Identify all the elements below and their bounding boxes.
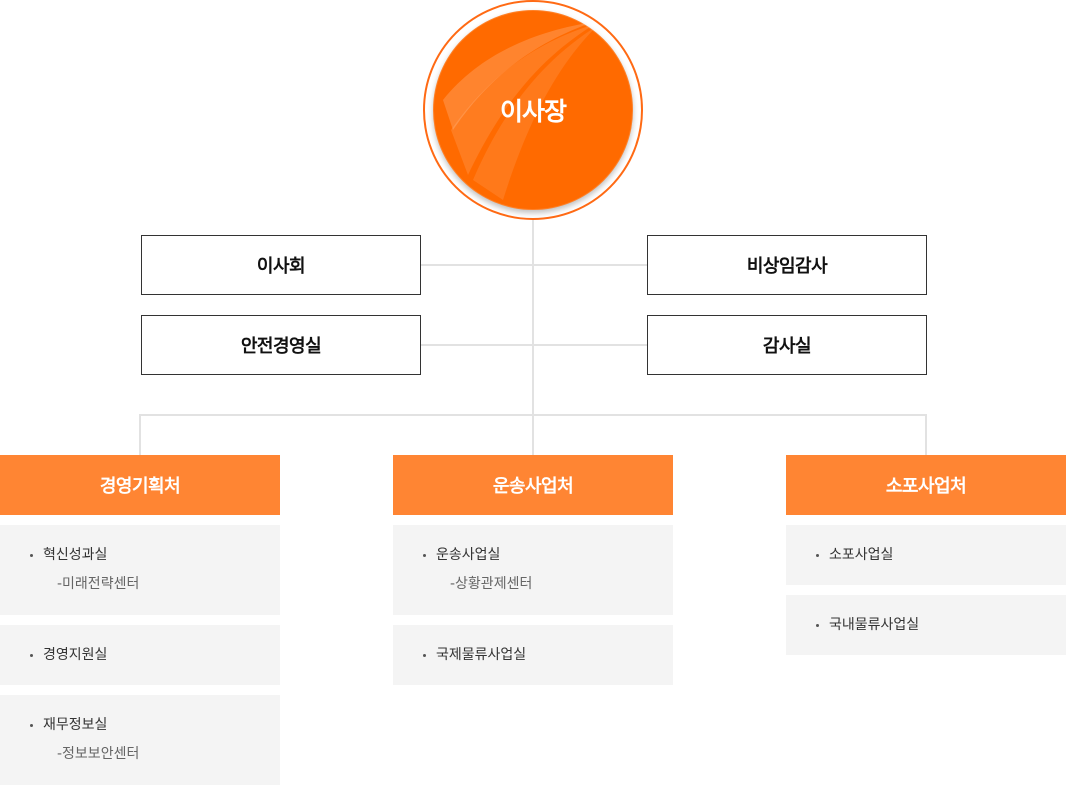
list-item-label: 경영지원실 [29,647,108,663]
list-item: 국내물류사업실 [786,595,1066,655]
connector-horizontal-right-lower [533,344,647,346]
list-item: 재무정보실 -정보보안센터 [0,695,280,785]
list-item: 혁신성과실 -미래전략센터 [0,525,280,615]
safety-management-box: 안전경영실 [141,315,421,375]
board-box: 이사회 [141,235,421,295]
list-item-label: 국제물류사업실 [422,647,527,663]
connector-vertical-main [532,218,534,455]
non-standing-auditor-box: 비상임감사 [647,235,927,295]
connector-horizontal-left-upper [420,264,533,266]
list-item-sub-label: -미래전략센터 [57,576,140,592]
department-header-transport: 운송사업처 [393,455,673,515]
ceo-title: 이사장 [499,97,567,126]
list-item: 소포사업실 [786,525,1066,585]
list-item-label: 재무정보실 [30,716,280,734]
swoosh-decoration-icon [443,22,597,200]
connector-drop-left [139,414,141,455]
list-item-sub-label: -정보보안센터 [57,746,140,762]
ceo-node: 이사장 [423,0,643,220]
list-item-sub-label: -상황관제센터 [450,576,533,592]
list-item: 운송사업실 -상황관제센터 [393,525,673,615]
department-header-parcel: 소포사업처 [786,455,1066,515]
department-header-planning: 경영기획처 [0,455,280,515]
connector-horizontal-right-upper [533,264,647,266]
list-item-label: 혁신성과실 [30,546,280,564]
connector-horizontal-left-lower [420,344,533,346]
list-item-label: 국내물류사업실 [815,617,920,633]
connector-drop-right [925,414,927,455]
ceo-circle: 이사장 [433,10,633,210]
list-item-label: 소포사업실 [815,547,894,563]
list-item: 국제물류사업실 [393,625,673,685]
list-item-label: 운송사업실 [423,546,673,564]
list-item: 경영지원실 [0,625,280,685]
audit-office-box: 감사실 [647,315,927,375]
connector-horizontal-departments [139,414,927,416]
